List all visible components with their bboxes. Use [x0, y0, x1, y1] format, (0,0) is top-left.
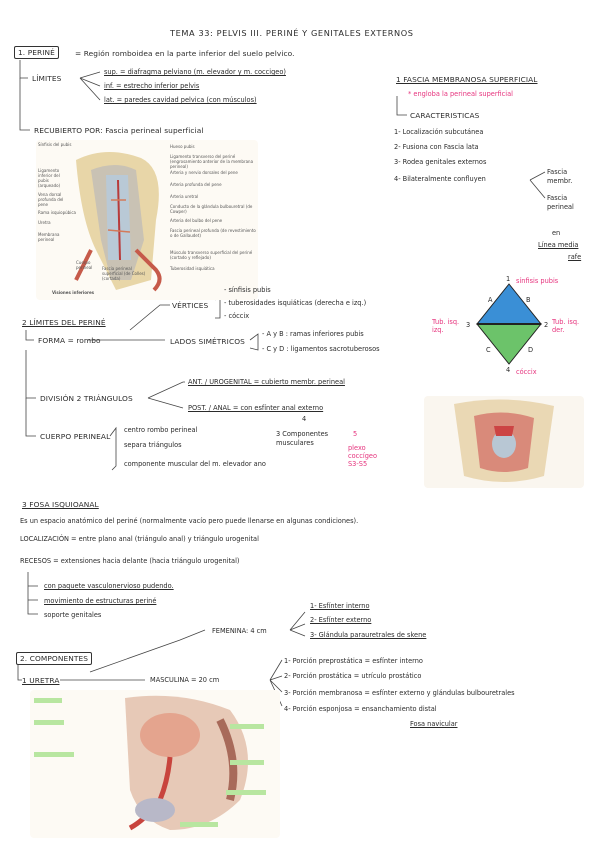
lado-1: - A y B : ramas inferiores pubis — [262, 330, 364, 338]
rhombus-n1: 1 — [506, 275, 511, 283]
fosa-r1: con paquete vasculonervioso pudendo. — [44, 582, 174, 590]
cuerpo-item-1: centro rombo perineal — [124, 426, 198, 434]
rhombus-C: C — [486, 346, 491, 354]
confluyen-b: Fascia perineal — [547, 194, 574, 211]
rhombus-n4: 4 — [506, 366, 511, 374]
vertice-1: - sínfisis pubis — [224, 286, 271, 294]
rhombus-top-label: sínfisis pubis — [516, 277, 559, 285]
fig1-rlabel-3: Arteria profunda del pene — [170, 182, 222, 187]
fosa-r2: movimiento de estructuras periné — [44, 597, 157, 605]
division-label: DIVISIÓN 2 TRIÁNGULOS — [40, 394, 133, 403]
fig1-label-1: Ligamento inferior del pubis (arqueado) — [38, 168, 61, 188]
fem-item-2: 2- Esfínter externo — [310, 616, 372, 624]
male-pelvis-figure — [30, 690, 280, 838]
triangulo-post: POST. / ANAL = con esfínter anal externo — [188, 404, 324, 412]
fosa-recesos: RECESOS = extensiones hacia delante (hac… — [20, 557, 240, 565]
fem-item-3: 3- Glándula parauretrales de skene — [310, 631, 427, 639]
perineum-illustration — [36, 140, 258, 300]
cuerpo-label: CUERPO PERINEAL — [40, 432, 111, 441]
fosa-r3: soporte genitales — [44, 611, 102, 619]
fig1-rlabel-6: Arteria del bulbo del pene — [170, 218, 223, 223]
fig1-rlabel-9: Tuberosidad isquiática — [170, 266, 215, 271]
fig1-caption: Visiones inferiores — [52, 290, 95, 295]
uretra-label: 1 URETRA — [22, 676, 60, 685]
perine-definition: = Región romboidea en la parte inferior … — [75, 49, 295, 58]
recubierto-text: RECUBIERTO POR: Fascia perineal superfic… — [34, 126, 204, 135]
limite-sup: sup. = diafragma pelviano (m. elevador y… — [104, 68, 286, 76]
fig1-rlabel-4: Arteria uretral — [170, 194, 199, 199]
vertice-2: - tuberosidades isquiáticas (derecha e i… — [224, 299, 367, 307]
limite-lat: lat. = paredes cavidad pelvica (con músc… — [104, 96, 257, 104]
masc-item-1: 1- Porción preprostática = esfínter inte… — [284, 657, 423, 665]
lados-label: LADOS SIMÉTRICOS — [170, 337, 245, 346]
perineal-region-illustration — [424, 396, 584, 488]
caract-label: CARACTERISTICAS — [410, 111, 480, 120]
masc-item-2: 2- Porción prostática = utrículo prostát… — [284, 672, 422, 680]
componentes-heading: 2. COMPONENTES — [16, 652, 93, 665]
perineal-region-figure — [424, 396, 584, 488]
fig1-label-5: Membrana perineal — [38, 232, 60, 242]
masculina-label: MASCULINA = 20 cm — [150, 676, 220, 684]
cuerpo-item-2: separa triángulos — [124, 441, 182, 449]
fig1-label-0: Sínfisis del pubis — [38, 142, 72, 147]
limites-label: LÍMITES — [32, 74, 62, 83]
circ-5: 5 — [353, 430, 358, 438]
perineum-figure: Sínfisis del pubis Ligamento inferior de… — [36, 140, 258, 300]
vertices-label: VÉRTICES — [172, 301, 209, 310]
rhombus-bottom-label: cóccix — [516, 368, 537, 376]
fig1-rlabel-2: Arteria y nervio dorsales del pene — [170, 170, 238, 175]
fig1-rlabel-8: Músculo transverso superficial del perin… — [170, 250, 253, 260]
fosa-def: Es un espacio anatómico del periné (norm… — [20, 517, 359, 525]
fosa-loc: LOCALIZACIÓN = entre plano anal (triángu… — [20, 535, 259, 543]
page-title: TEMA 33: PELVIS III. PERINÉ Y GENITALES … — [170, 28, 414, 38]
rhombus-D: D — [528, 346, 534, 354]
confluyen-a: Fascia membr. — [547, 168, 573, 185]
fig1-rlabel-1: Ligamento transverso del periné (engrosa… — [170, 154, 254, 169]
vertice-3: - cóccix — [224, 312, 250, 320]
caract-item-4: 4- Bilateralmente confluyen — [394, 175, 486, 183]
fig1-label-4: Uretra — [38, 220, 51, 225]
fascia-heading: 1 FASCIA MEMBRANOSA SUPERFICIAL — [396, 75, 538, 84]
caract-item-3: 3- Rodea genitales externos — [394, 158, 487, 166]
linea-media: Línea media — [538, 241, 579, 249]
forma-text: FORMA = rombo — [38, 336, 101, 345]
fig1-rlabel-5: Conducto de la glándula bulbouretral (de… — [170, 204, 253, 214]
fig1-rlabel-0: Hueso pubis — [170, 144, 195, 149]
fig1-label-7: Fascia perineal superficial (de Colles) … — [102, 266, 146, 281]
componentes-musc: 3 Componentes musculares — [276, 430, 329, 447]
masc-item-3: 3- Porción membranosa = esfínter externo… — [284, 689, 515, 697]
rhombus-A: A — [488, 296, 493, 304]
fig1-rlabel-7: Fascia perineal profunda (de revestimien… — [170, 228, 256, 238]
triangulo-ant: ANT. / UROGENITAL = cubierto membr. peri… — [188, 378, 345, 386]
fosa-heading: 3 FOSA ISQUIOANAL — [22, 500, 99, 509]
male-pelvis-illustration — [30, 690, 280, 838]
fig1-label-3: Rama isquiopúbica — [38, 210, 76, 215]
confluyen-en: en — [552, 229, 561, 237]
fascia-note: * engloba la perineal superficial — [408, 90, 514, 98]
plexo-note: plexo coccígeo S3-S5 — [348, 444, 378, 468]
circ-4: 4 — [302, 415, 307, 423]
rhombus-B: B — [526, 296, 531, 304]
masc-item-5: Fosa navicular — [410, 720, 458, 728]
rhombus-n2: 2 — [544, 321, 549, 329]
perine-heading: 1. PERINÉ — [14, 46, 59, 59]
femenina-label: FEMENINA: 4 cm — [212, 627, 267, 635]
rhombus-left-label: Tub. isq. izq. — [432, 318, 460, 334]
rafe: rafe — [568, 253, 582, 261]
caract-item-2: 2- Fusiona con Fascia lata — [394, 143, 479, 151]
lado-2: - C y D : ligamentos sacrotuberosos — [262, 345, 380, 353]
limites2-heading: 2 LÍMITES DEL PERINÉ — [22, 318, 106, 327]
fig1-label-2: Vena dorsal profunda del pene — [38, 192, 64, 207]
fem-item-1: 1- Esfínter interno — [310, 602, 370, 610]
fig1-label-6: Cuerpo perineal — [76, 260, 93, 270]
rhombus-n3: 3 — [466, 321, 471, 329]
limite-inf: inf. = estrecho inferior pelvis — [104, 82, 200, 90]
caract-item-1: 1- Localización subcutánea — [394, 128, 484, 136]
masc-item-4: 4- Porción esponjosa = ensanchamiento di… — [284, 705, 437, 713]
rhombus-right-label: Tub. isq. der. — [552, 318, 580, 334]
cuerpo-item-3: componente muscular del m. elevador ano — [124, 460, 266, 468]
